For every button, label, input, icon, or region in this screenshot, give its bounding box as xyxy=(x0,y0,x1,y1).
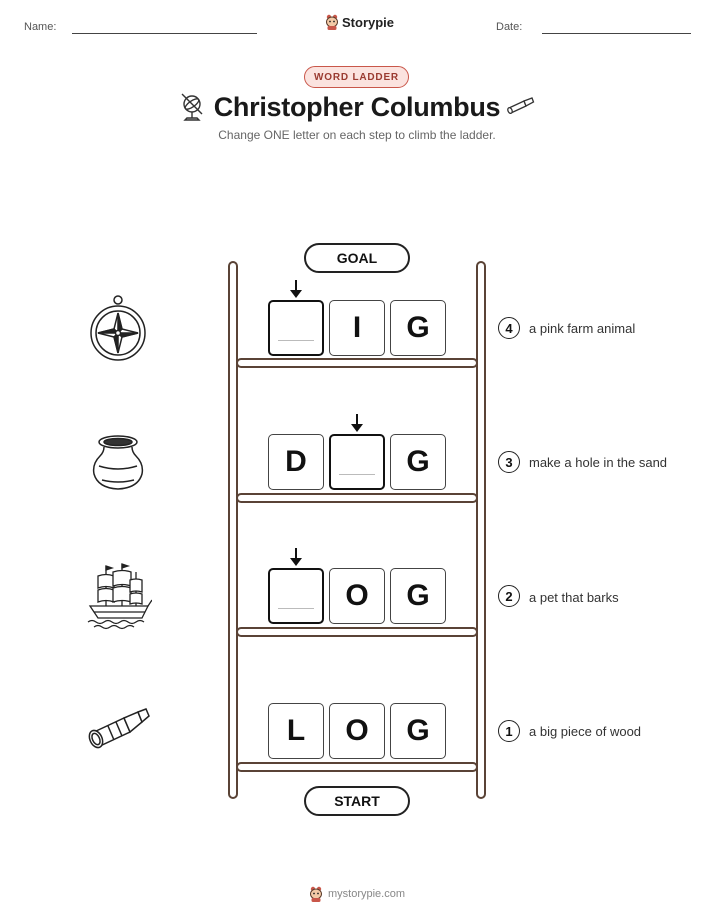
spyglass-icon xyxy=(88,708,150,749)
letter-tile-blank[interactable] xyxy=(329,434,385,490)
storypie-mascot-icon xyxy=(326,14,338,30)
ladder-rail-left xyxy=(228,261,238,799)
ladder-rung xyxy=(236,358,478,368)
astrolabe-icon xyxy=(181,93,203,121)
ladder-rung xyxy=(236,762,478,772)
arrow-down-icon xyxy=(351,414,363,432)
name-label: Name: xyxy=(24,21,57,33)
step-clue: a pet that barks xyxy=(529,590,619,605)
name-line[interactable] xyxy=(72,33,257,34)
telescope-icon xyxy=(507,97,535,114)
brand-logo: Storypie xyxy=(325,14,394,30)
step-clue: a pink farm animal xyxy=(529,321,636,336)
start-label: START xyxy=(304,786,410,816)
ladder-rail-right xyxy=(476,261,486,799)
step-number: 4 xyxy=(498,317,520,339)
arrow-down-icon xyxy=(290,280,302,298)
ship-icon xyxy=(87,563,152,630)
step-number: 2 xyxy=(498,585,520,607)
letter-tile: G xyxy=(390,703,446,759)
storypie-mascot-icon xyxy=(309,886,322,902)
word-ladder-badge: WORD LADDER xyxy=(304,66,409,88)
step-clue: a big piece of wood xyxy=(529,724,642,739)
step-clue: make a hole in the sand xyxy=(529,455,668,470)
date-line[interactable] xyxy=(542,33,691,34)
letter-tile: I xyxy=(329,300,385,356)
step-number: 3 xyxy=(498,451,520,473)
letter-tile: O xyxy=(329,703,385,759)
compass-icon xyxy=(90,295,146,361)
letter-tile: O xyxy=(329,568,385,624)
step-number: 1 xyxy=(498,720,520,742)
ladder-rung xyxy=(236,627,478,637)
ladder-rung xyxy=(236,493,478,503)
letter-tile-blank[interactable] xyxy=(268,568,324,624)
arrow-down-icon xyxy=(290,548,302,566)
letter-tile: L xyxy=(268,703,324,759)
instructions: Change ONE letter on each step to climb … xyxy=(218,128,496,142)
footer: mystorypie.com xyxy=(0,886,714,902)
letter-tile: G xyxy=(390,434,446,490)
goal-label: GOAL xyxy=(304,243,410,273)
letter-tile: G xyxy=(390,568,446,624)
letter-tile-blank[interactable] xyxy=(268,300,324,356)
pot-icon xyxy=(92,435,144,490)
letter-tile: D xyxy=(268,434,324,490)
page-title: Christopher Columbus xyxy=(213,92,501,122)
date-label: Date: xyxy=(496,21,523,33)
footer-url[interactable]: mystorypie.com xyxy=(327,888,406,900)
letter-tile: G xyxy=(390,300,446,356)
brand-name: Storypie xyxy=(342,14,395,30)
